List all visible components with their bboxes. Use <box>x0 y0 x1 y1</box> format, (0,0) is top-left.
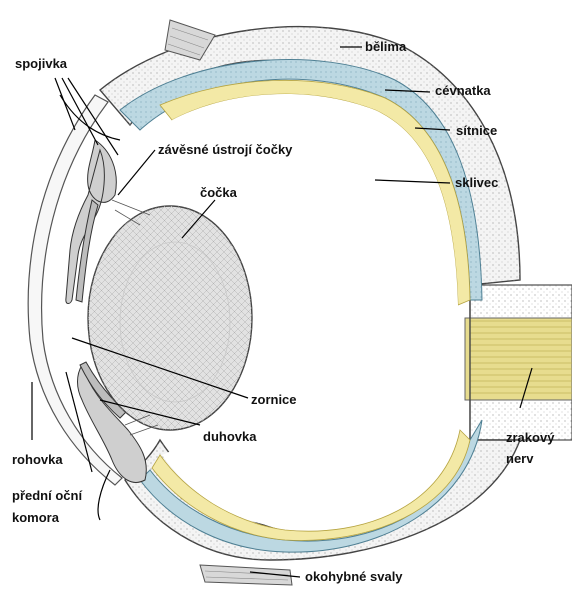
optic-nerve-fibers <box>470 320 572 398</box>
label-duhovka: duhovka <box>203 429 257 444</box>
label-zornice: zornice <box>251 392 297 407</box>
leader-zavesne <box>118 150 155 195</box>
label-sitnice: sítnice <box>456 123 497 138</box>
label-okohybne-svaly: okohybné svaly <box>305 569 403 584</box>
label-komora: komora <box>12 510 60 525</box>
label-zavesne-ustroji: závěsné ústrojí čočky <box>158 142 293 157</box>
label-belima: bělima <box>365 39 407 54</box>
label-spojivka: spojivka <box>15 56 68 71</box>
label-predni-ocni: přední oční <box>12 488 82 503</box>
label-cocka: čočka <box>200 185 238 200</box>
lens-texture <box>88 206 252 430</box>
label-sklivec: sklivec <box>455 175 498 190</box>
label-rohovka: rohovka <box>12 452 63 467</box>
label-nerv: nerv <box>506 451 534 466</box>
label-zrakovy: zrakový <box>506 430 555 445</box>
label-cevnatka: cévnatka <box>435 83 491 98</box>
